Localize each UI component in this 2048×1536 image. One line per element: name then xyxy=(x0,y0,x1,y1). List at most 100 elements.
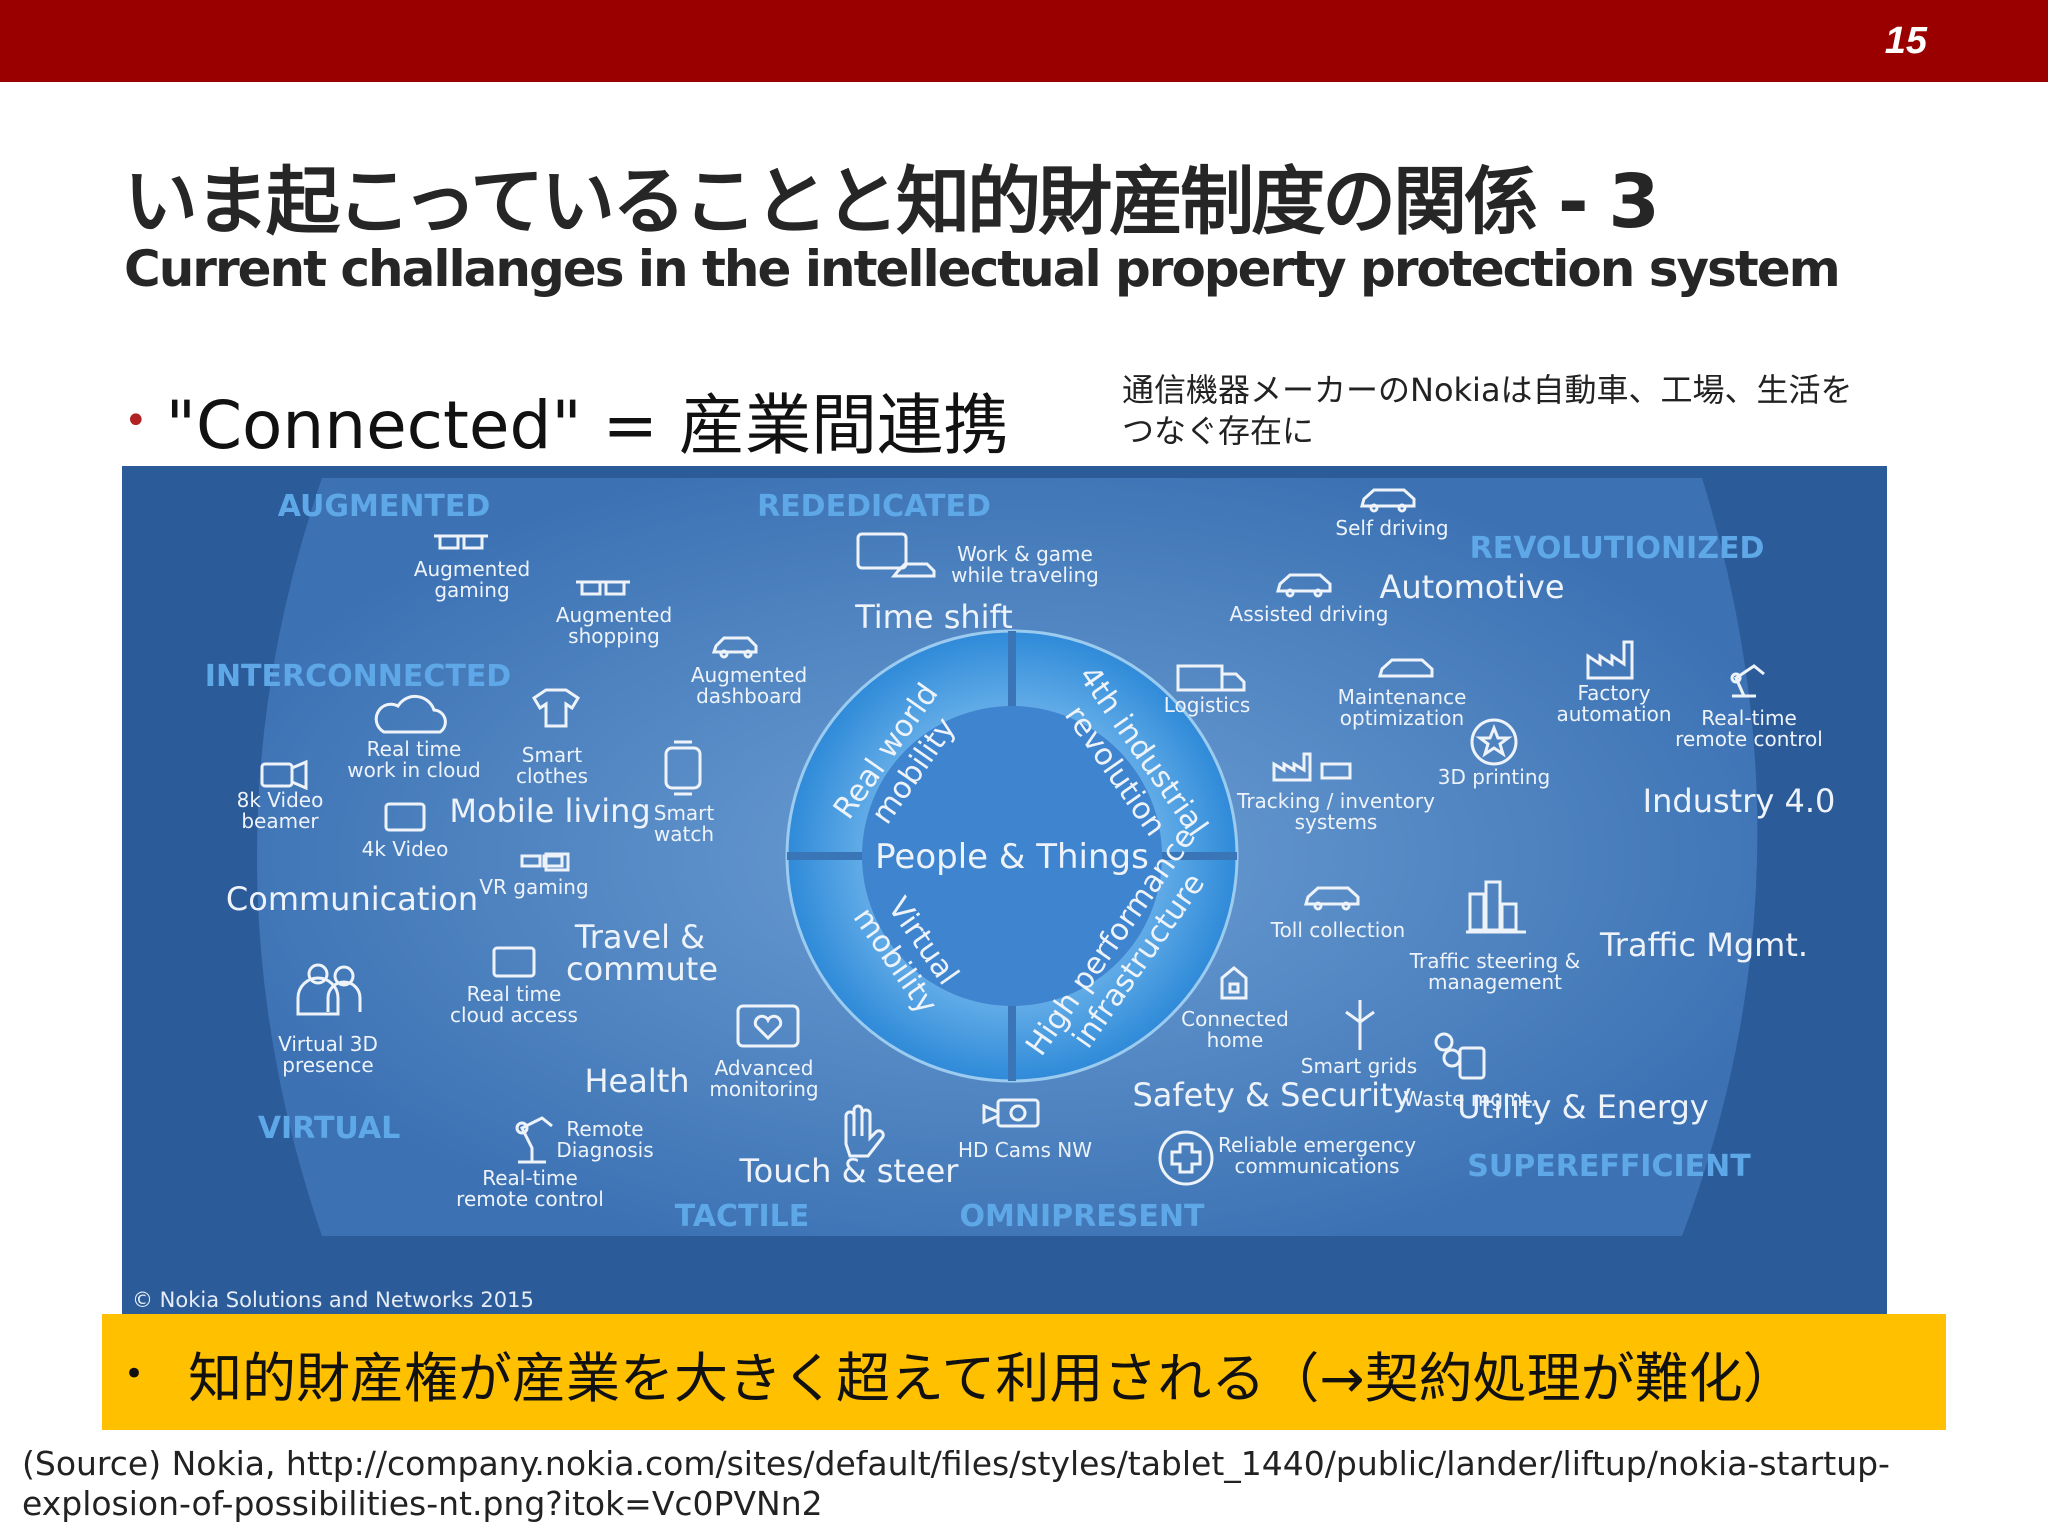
item-work-game-2: while traveling xyxy=(951,563,1099,587)
hand-icon xyxy=(844,1104,885,1158)
source-citation: (Source) Nokia, http://company.nokia.com… xyxy=(22,1444,1890,1523)
item-maintenance-2: optimization xyxy=(1340,706,1464,730)
car-icon xyxy=(711,636,758,659)
section-augmented: AUGMENTED xyxy=(278,489,491,524)
item-4k-video: 4k Video xyxy=(362,837,449,861)
tablet-icon xyxy=(492,946,536,978)
item-factory-1: Factory xyxy=(1577,681,1650,705)
category-safety: Safety & Security xyxy=(1132,1076,1411,1114)
item-realtime-remote-left-2: remote control xyxy=(456,1187,604,1211)
category-industry: Industry 4.0 xyxy=(1643,782,1836,820)
tablet-icon xyxy=(856,532,908,570)
slide-title: いま起こっていることと知的財産制度の関係 - 3 xyxy=(124,159,1660,245)
category-time-shift: Time shift xyxy=(854,598,1013,636)
section-rededicated: REDEDICATED xyxy=(757,489,991,524)
category-health: Health xyxy=(584,1062,689,1100)
nokia-note-line1: 通信機器メーカーのNokiaは自動車、工場、生活を xyxy=(1122,371,1853,409)
buildings-icon xyxy=(1466,880,1526,934)
item-real-time-cloud-1: Real time xyxy=(367,737,462,761)
category-traffic: Traffic Mgmt. xyxy=(1599,926,1808,964)
wind-turbine-icon xyxy=(1345,1000,1375,1050)
camera-icon xyxy=(982,1098,1040,1128)
vr-headset-icon xyxy=(520,852,570,872)
diagram-svg: People & Things Real world mobility 4th … xyxy=(205,478,1836,1236)
screen-icon xyxy=(384,802,426,832)
factory-icon xyxy=(1272,752,1352,782)
item-3d-printing: 3D printing xyxy=(1438,765,1550,789)
item-realtime-cloud-access-1: Real time xyxy=(467,982,562,1006)
robot-arm-icon xyxy=(515,1116,553,1164)
nokia-note-line2: つなぐ存在に xyxy=(1122,412,1315,450)
car-icon xyxy=(1360,488,1416,513)
shirt-icon xyxy=(531,688,581,728)
item-realtime-remote-right-1: Real-time xyxy=(1701,706,1797,730)
item-remote-diagnosis-1: Remote xyxy=(566,1117,643,1141)
item-smart-watch-1: Smart xyxy=(654,801,715,825)
item-traffic-steering-2: management xyxy=(1428,970,1562,994)
category-communication: Communication xyxy=(226,880,478,918)
category-travel-1: Travel & xyxy=(574,918,705,956)
glasses-icon xyxy=(434,534,488,550)
header-bar xyxy=(0,0,2048,82)
copyright-notice: © Nokia Solutions and Networks 2015 xyxy=(132,1288,534,1312)
item-realtime-cloud-access-2: cloud access xyxy=(450,1003,578,1027)
car-icon xyxy=(1304,886,1360,911)
cloud-icon xyxy=(374,694,447,734)
robot-arm-icon xyxy=(1730,664,1765,698)
conclusion-banner xyxy=(102,1314,1946,1430)
section-omnipresent: OMNIPRESENT xyxy=(960,1199,1205,1234)
conclusion-text: •知的財産権が産業を大きく超えて利用される（→契約処理が難化） xyxy=(124,1334,1797,1413)
connected-text: "Connected" = 産業間連携 xyxy=(165,387,1009,464)
heart-monitor-icon xyxy=(736,1004,800,1048)
item-virtual-3d-1: Virtual 3D xyxy=(278,1032,378,1056)
center-label: People & Things xyxy=(875,837,1149,877)
item-augmented-shopping-1: Augmented xyxy=(556,603,672,627)
bullet-dot: • xyxy=(124,398,148,444)
item-real-time-cloud-2: work in cloud xyxy=(347,758,481,782)
item-augmented-dashboard-2: dashboard xyxy=(696,684,802,708)
nokia-note: 通信機器メーカーのNokiaは自動車、工場、生活を つなぐ存在に xyxy=(1122,370,1922,452)
item-smart-grids: Smart grids xyxy=(1301,1054,1417,1078)
page-number: 15 xyxy=(1884,20,1927,62)
item-smart-clothes-1: Smart xyxy=(522,743,583,767)
smartwatch-icon xyxy=(664,740,702,796)
section-revolutionized: REVOLUTIONIZED xyxy=(1470,531,1765,566)
item-connected-home-2: home xyxy=(1207,1028,1264,1052)
item-work-game-1: Work & game xyxy=(957,542,1093,566)
item-video-beamer-1: 8k Video xyxy=(237,788,324,812)
nokia-diagram: People & Things Real world mobility 4th … xyxy=(122,466,1887,1314)
item-augmented-gaming-1: Augmented xyxy=(414,557,530,581)
item-virtual-3d-2: presence xyxy=(282,1053,373,1077)
center-circle xyxy=(862,706,1162,1006)
item-augmented-shopping-2: shopping xyxy=(568,624,660,648)
glasses-icon xyxy=(576,580,630,596)
item-tracking-2: systems xyxy=(1295,810,1378,834)
item-advanced-monitoring-2: monitoring xyxy=(709,1077,818,1101)
section-interconnected: INTERCONNECTED xyxy=(205,659,511,694)
item-augmented-gaming-2: gaming xyxy=(434,578,509,602)
item-self-driving: Self driving xyxy=(1335,516,1448,540)
section-tactile: TACTILE xyxy=(675,1199,810,1234)
factory-icon xyxy=(1586,640,1634,680)
item-smart-clothes-2: clothes xyxy=(516,764,588,788)
item-realtime-remote-left-1: Real-time xyxy=(482,1166,578,1190)
truck-icon xyxy=(1176,664,1246,692)
3d-printing-icon xyxy=(1470,718,1518,766)
item-video-beamer-2: beamer xyxy=(241,809,319,833)
item-traffic-steering-1: Traffic steering & xyxy=(1409,949,1580,973)
item-hd-cams: HD Cams NW xyxy=(958,1138,1092,1162)
people-icon xyxy=(296,963,362,1016)
car-icon xyxy=(890,562,936,578)
item-logistics: Logistics xyxy=(1164,693,1251,717)
car-icon xyxy=(1276,573,1332,598)
item-vr-gaming: VR gaming xyxy=(479,875,588,899)
category-utility: Utility & Energy xyxy=(1457,1088,1708,1126)
item-waste: Waste mgmt. xyxy=(1403,1087,1537,1111)
item-maintenance-1: Maintenance xyxy=(1338,685,1467,709)
category-automotive: Automotive xyxy=(1379,568,1564,606)
item-augmented-dashboard-1: Augmented xyxy=(691,663,807,687)
category-mobile-living: Mobile living xyxy=(449,792,650,830)
medical-cross-icon xyxy=(1158,1130,1214,1186)
category-touch-steer: Touch & steer xyxy=(739,1152,960,1190)
bullet-dot: • xyxy=(124,1354,145,1394)
